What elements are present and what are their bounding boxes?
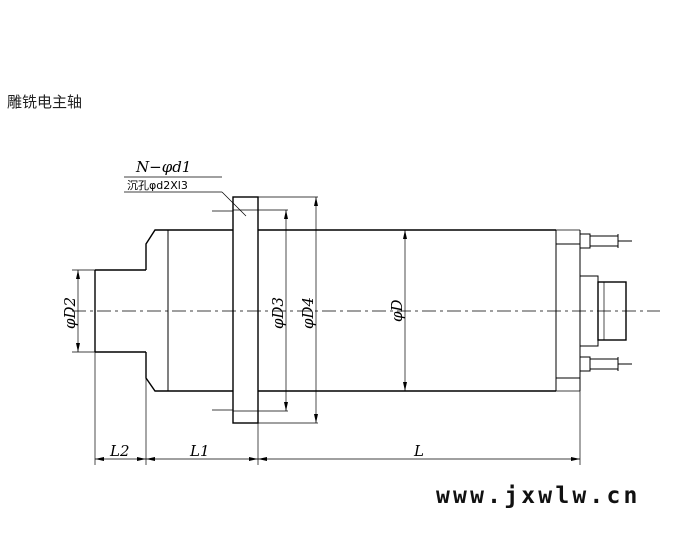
callout-text-2: 沉孔φd2Xl3 bbox=[127, 179, 188, 192]
label-d3: φD3 bbox=[269, 297, 287, 329]
label-l2: L2 bbox=[109, 442, 130, 460]
label-l: L bbox=[413, 442, 424, 460]
top-fitting bbox=[579, 233, 632, 249]
label-d2: φD2 bbox=[61, 297, 79, 329]
label-l1: L1 bbox=[189, 442, 210, 460]
spindle-body bbox=[168, 229, 581, 392]
shaft-nose bbox=[94, 269, 146, 353]
hole-callout-leader bbox=[124, 176, 247, 217]
length-dimensions bbox=[94, 352, 581, 465]
dimension-d bbox=[403, 230, 407, 391]
label-d: φD bbox=[388, 299, 406, 322]
dimension-d3 bbox=[284, 210, 288, 411]
page-title: 雕铣电主轴 bbox=[7, 93, 83, 111]
front-cap bbox=[145, 229, 169, 392]
dimension-d2 bbox=[72, 269, 95, 353]
rear-connector bbox=[579, 275, 627, 347]
watermark-url: www.jxwlw.cn bbox=[436, 483, 641, 509]
bottom-fitting bbox=[579, 356, 632, 372]
label-d4: φD4 bbox=[299, 297, 317, 329]
dimension-d4 bbox=[314, 197, 318, 423]
flange bbox=[212, 196, 318, 424]
callout-text-1: N−φd1 bbox=[135, 158, 191, 176]
